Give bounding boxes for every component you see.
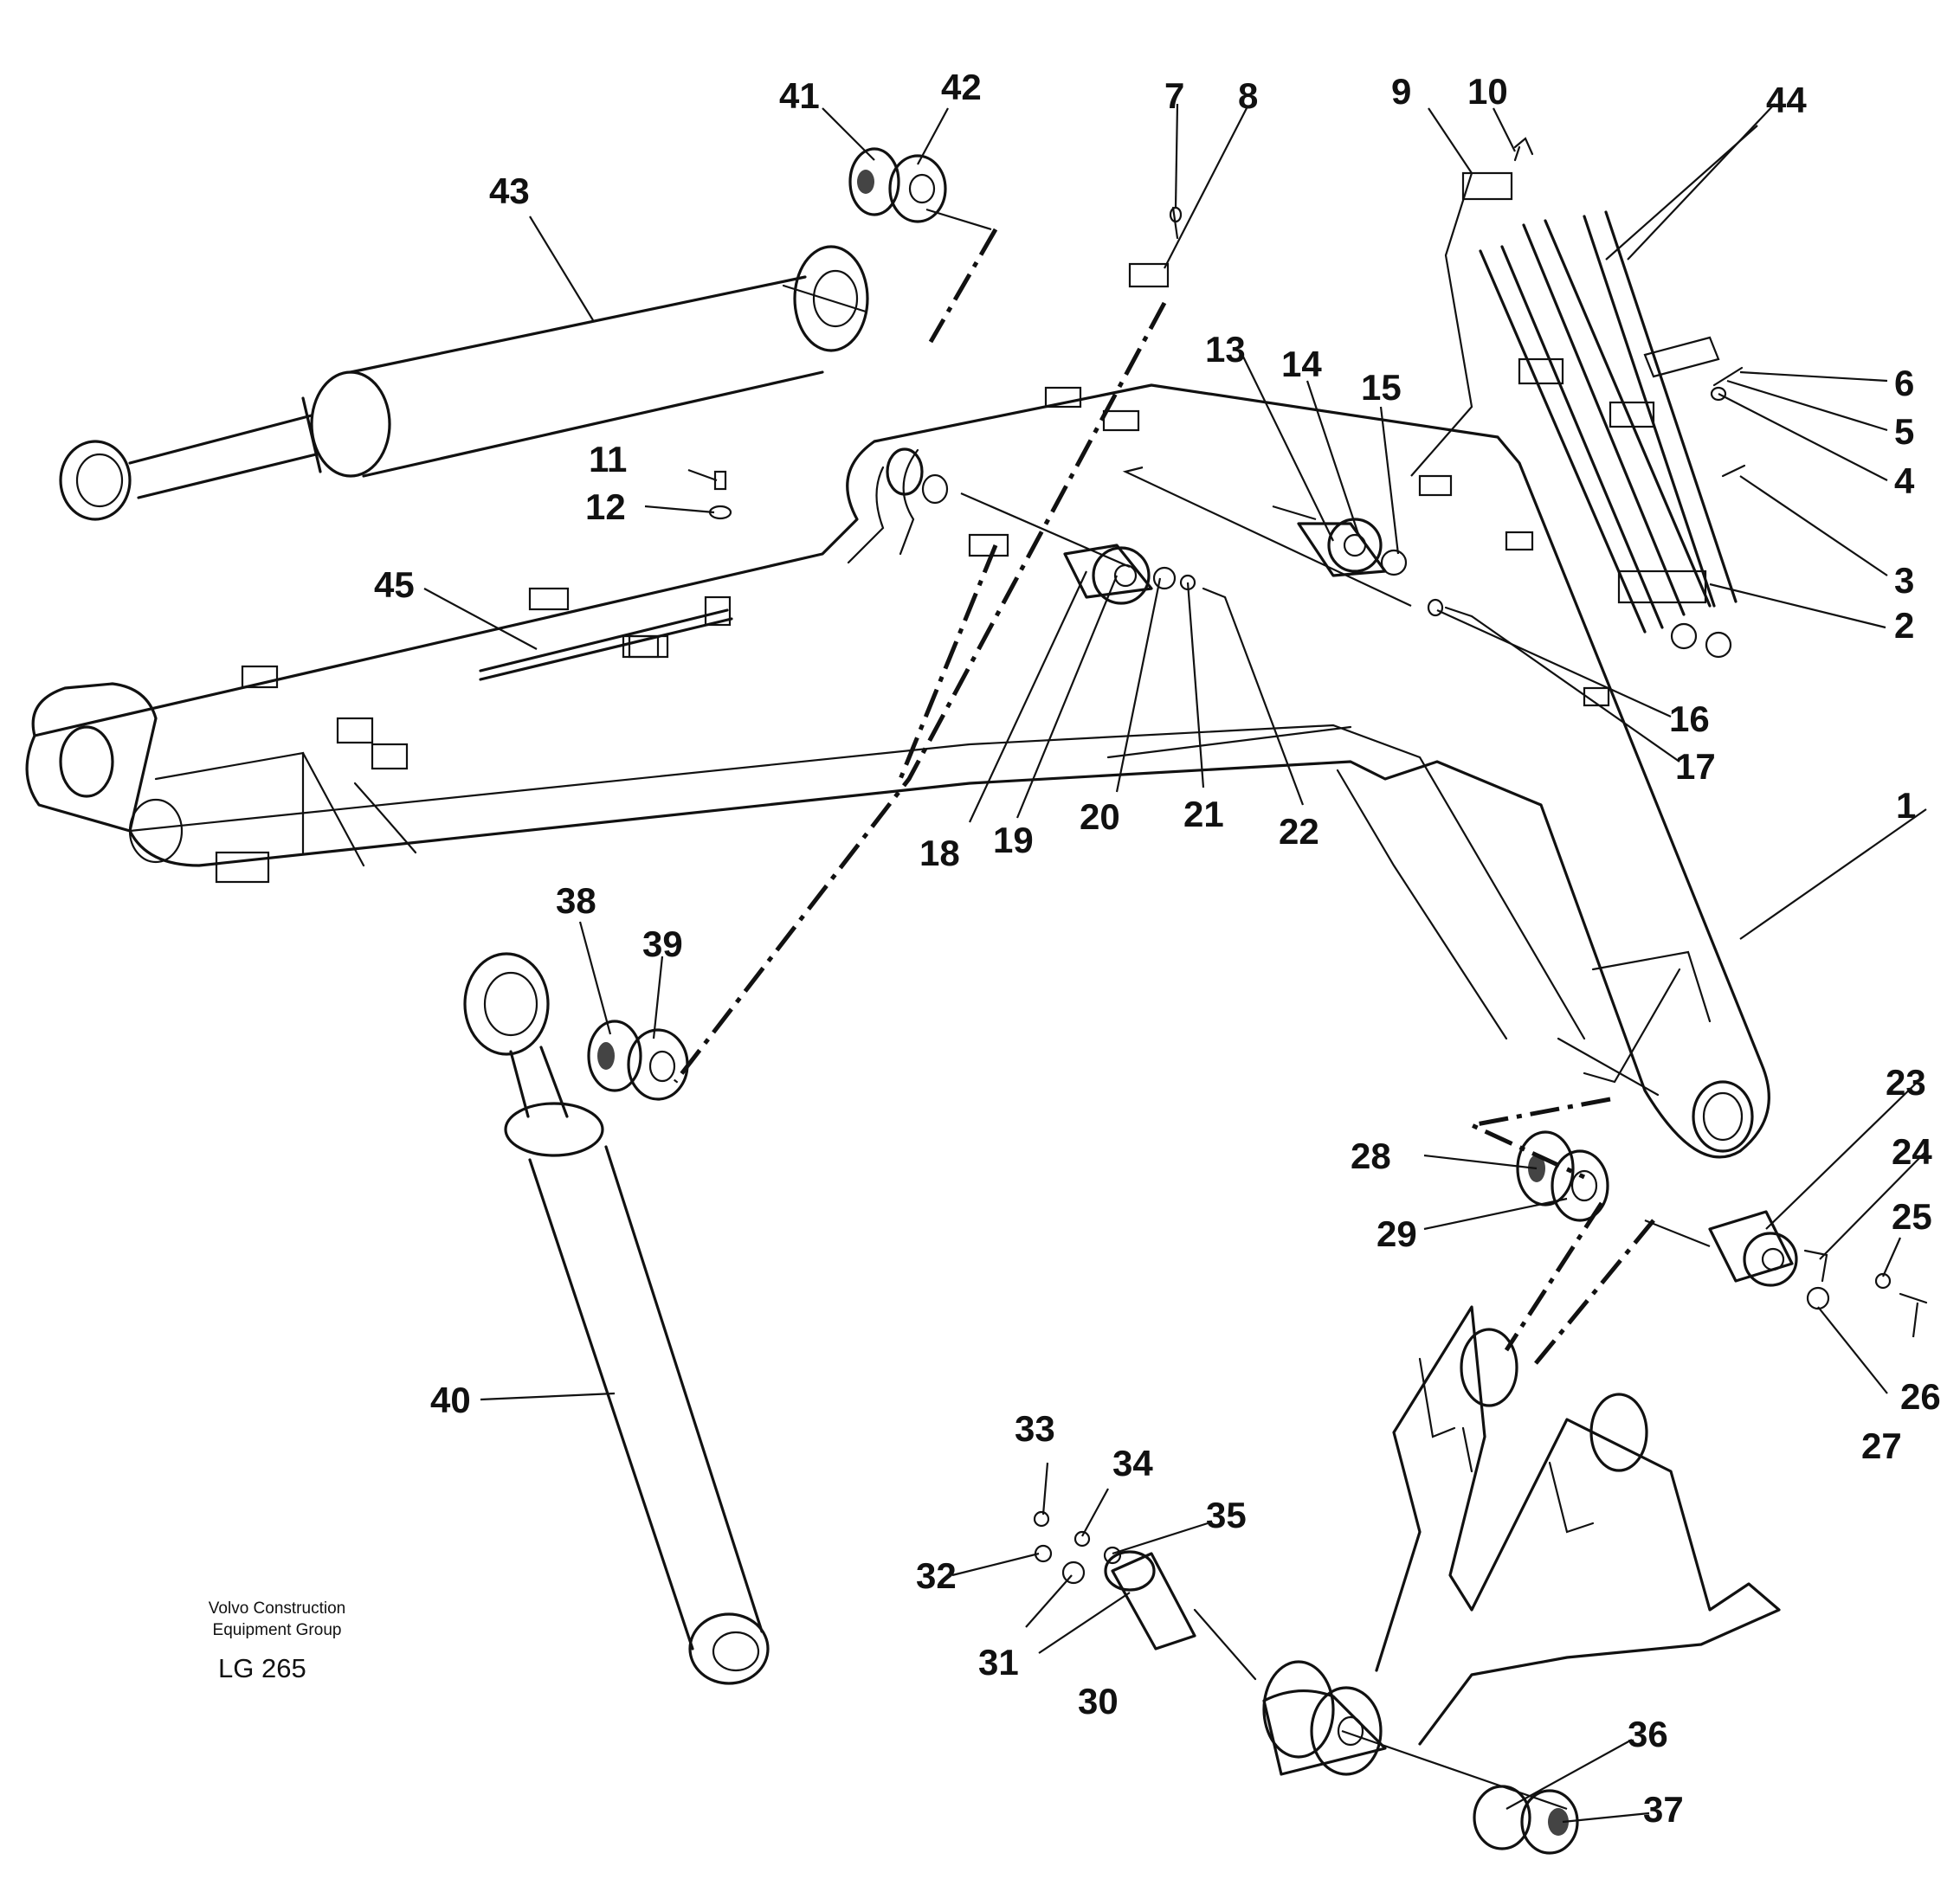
callout-11: 11 xyxy=(589,439,627,479)
callout-32: 32 xyxy=(916,1555,957,1596)
callout-18: 18 xyxy=(919,833,960,873)
callout-34: 34 xyxy=(1112,1443,1153,1483)
callout-4: 4 xyxy=(1894,460,1915,501)
callout-5: 5 xyxy=(1894,411,1914,452)
callout-26: 26 xyxy=(1900,1376,1941,1417)
callout-16: 16 xyxy=(1669,698,1710,739)
callout-10: 10 xyxy=(1467,71,1508,112)
callout-1: 1 xyxy=(1896,785,1916,826)
callout-43: 43 xyxy=(489,171,530,211)
hydraulic-cylinder-40 xyxy=(463,952,770,1685)
callout-40: 40 xyxy=(430,1380,471,1420)
company-line-2: Equipment Group xyxy=(212,1621,342,1639)
company-line-1: Volvo Construction xyxy=(208,1599,346,1618)
callout-19: 19 xyxy=(993,820,1034,860)
callout-30: 30 xyxy=(1078,1681,1119,1721)
callout-37: 37 xyxy=(1643,1789,1684,1830)
callout-8: 8 xyxy=(1238,75,1258,116)
callout-7: 7 xyxy=(1164,75,1184,116)
callout-6: 6 xyxy=(1894,363,1914,403)
callout-33: 33 xyxy=(1015,1408,1055,1449)
callout-29: 29 xyxy=(1377,1213,1417,1254)
callout-28: 28 xyxy=(1351,1136,1391,1176)
bearings xyxy=(587,147,1609,1855)
boom-assembly xyxy=(25,383,1770,1159)
callout-labels: 1 2 3 4 5 6 7 8 9 10 11 12 13 14 15 16 1… xyxy=(374,67,1941,1830)
hardware xyxy=(708,137,1928,1681)
callout-22: 22 xyxy=(1279,811,1319,852)
callout-41: 41 xyxy=(779,75,820,116)
callout-45: 45 xyxy=(374,564,415,605)
callout-39: 39 xyxy=(642,923,683,964)
callout-17: 17 xyxy=(1675,746,1716,787)
callout-15: 15 xyxy=(1361,367,1402,408)
callout-20: 20 xyxy=(1080,796,1120,837)
callout-9: 9 xyxy=(1391,71,1411,112)
callout-35: 35 xyxy=(1206,1495,1247,1535)
callout-23: 23 xyxy=(1886,1062,1926,1103)
callout-13: 13 xyxy=(1205,329,1246,370)
callout-27: 27 xyxy=(1861,1425,1902,1466)
company-name: Volvo Construction Equipment Group xyxy=(177,1598,377,1641)
callout-12: 12 xyxy=(585,486,626,527)
callout-36: 36 xyxy=(1628,1714,1668,1754)
callout-44: 44 xyxy=(1766,80,1807,120)
callout-24: 24 xyxy=(1892,1131,1932,1172)
callout-31: 31 xyxy=(978,1642,1019,1683)
leader-lines xyxy=(423,103,1927,1824)
pipes-44 xyxy=(1479,210,1738,659)
stick-linkage xyxy=(1262,1305,1781,1776)
callout-21: 21 xyxy=(1183,794,1224,834)
pipe-45 xyxy=(479,595,733,681)
callout-42: 42 xyxy=(941,67,982,107)
callout-3: 3 xyxy=(1894,560,1914,601)
callout-14: 14 xyxy=(1281,344,1322,384)
callout-38: 38 xyxy=(556,880,596,921)
hydraulic-cylinder-43 xyxy=(59,245,869,521)
callout-2: 2 xyxy=(1894,605,1914,646)
assembly-lines xyxy=(674,208,1711,1811)
drawing-reference: LG 265 xyxy=(218,1653,306,1683)
callout-25: 25 xyxy=(1892,1196,1932,1237)
